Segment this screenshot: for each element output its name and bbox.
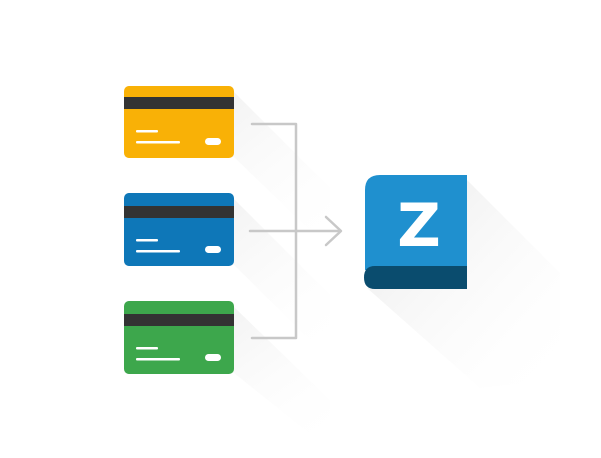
card-chip-pill — [205, 354, 221, 361]
magnetic-stripe — [124, 314, 234, 326]
connector — [248, 122, 343, 340]
book-spine — [364, 266, 467, 289]
card-text-line-short — [136, 130, 158, 133]
card-body — [124, 193, 234, 266]
card-body — [124, 301, 234, 374]
card-text-line-long — [136, 250, 180, 253]
credit-card-green — [124, 301, 234, 374]
card-text-line-short — [136, 347, 158, 350]
card-body — [124, 86, 234, 158]
card-text-line-long — [136, 141, 180, 144]
credit-card-blue — [124, 193, 234, 266]
z-book-icon: Z — [364, 175, 467, 289]
book-cover — [365, 175, 467, 270]
card-chip-pill — [205, 246, 221, 253]
book-shadow — [367, 180, 560, 388]
arrow-head — [324, 215, 343, 247]
card-text-line-long — [136, 358, 180, 361]
credit-card-yellow — [124, 86, 234, 158]
card-text-line-short — [136, 239, 158, 242]
magnetic-stripe — [124, 97, 234, 109]
card-chip-pill — [205, 138, 221, 145]
magnetic-stripe — [124, 206, 234, 218]
book-letter: Z — [397, 191, 441, 261]
